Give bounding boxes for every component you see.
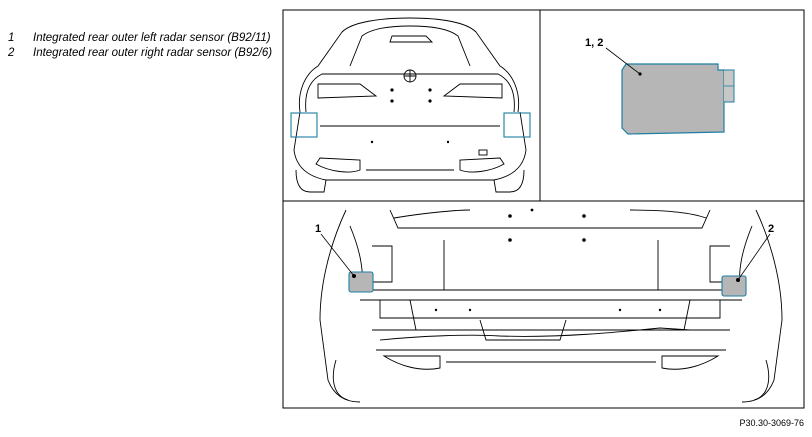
radar-sensors-installed <box>348 271 747 297</box>
bumper-view-dots <box>434 208 662 312</box>
callout-left-sensor: 1 <box>315 223 321 235</box>
legend-item: 2 Integrated rear outer right radar sens… <box>8 46 278 61</box>
callout-leaders <box>320 233 771 282</box>
legend-text: Integrated rear outer right radar sensor… <box>33 47 273 59</box>
callout-right-sensor: 2 <box>768 223 774 235</box>
radar-sensor-detail <box>605 47 735 135</box>
legend: 1 Integrated rear outer left radar senso… <box>8 31 278 61</box>
vehicle-rear-view <box>293 17 527 193</box>
legend-number: 1 <box>8 32 15 44</box>
legend-text: Integrated rear outer left radar sensor … <box>33 32 271 44</box>
radar-sensor-body <box>621 63 725 135</box>
right-radar-sensor <box>721 275 747 297</box>
legend-number: 2 <box>8 47 15 59</box>
vehicle-bumper-removed-view <box>319 209 783 403</box>
sensor-location-markers <box>290 112 531 138</box>
figure-code: P30.30-3069-76 <box>739 418 804 428</box>
figure-frame <box>282 9 805 409</box>
callout-sensor-detail: 1, 2 <box>585 37 603 49</box>
vehicle-rear-dots <box>370 88 450 144</box>
legend-item: 1 Integrated rear outer left radar senso… <box>8 31 278 46</box>
